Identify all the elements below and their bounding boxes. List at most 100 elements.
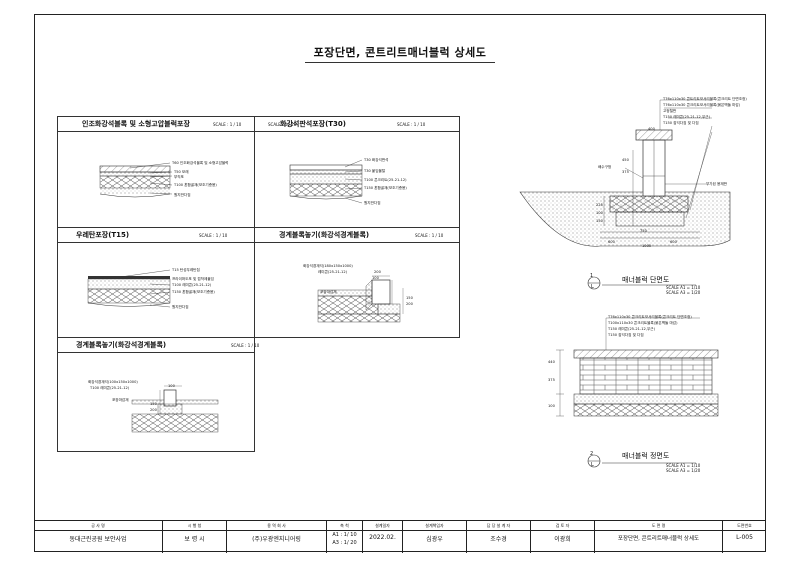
tb-drawing-number: 도면번호 L-005 — [722, 521, 766, 553]
manner-label: T150 레미콘(25-21-12,무근) — [663, 115, 710, 119]
panel-scale: SCALE : 1 / 10 — [199, 233, 228, 238]
elevation-sheet: L — [591, 462, 594, 468]
dim-label: 150 — [150, 402, 157, 406]
dim-label: 450 — [622, 158, 629, 162]
drawing-number: L-005 — [736, 534, 753, 541]
panel-scale: SCALE : 1 / 10 — [213, 122, 242, 127]
dim-label: 100 — [596, 211, 603, 215]
layer-label: T60 인조화강석블록 및 소형고압블럭 — [172, 161, 229, 165]
panel-title: 화강석판석포장(T30) — [280, 120, 346, 128]
tb-drawing-name: 도 면 명 포장단면, 콘트리트매너블럭 상세도 — [594, 521, 722, 553]
tb-reviewer: 검 토 자 이광희 — [530, 521, 594, 553]
tb-company: 용 역 회 사 (주)우광엔지니어링 — [226, 521, 326, 553]
block-paving-section — [99, 162, 173, 198]
curb-section-a — [317, 275, 404, 323]
dim-label: 100 — [168, 384, 175, 388]
dim-label: 100 — [372, 276, 379, 280]
panel-title: 경계블록놓기(화강석경계블록) — [76, 341, 167, 349]
dim-label: 600 — [670, 240, 677, 244]
drawing-name: 포장단면, 콘트리트매너블럭 상세도 — [617, 536, 700, 542]
layer-label: T15 탄성우레탄칩 — [172, 268, 200, 272]
curb-label: 화강석경계석(100x150x1000) — [88, 380, 138, 384]
manner-label: T76x110x30 콘크리트모서리블록(붉은벽돌 마감) — [663, 103, 741, 107]
manner-block-elevation — [556, 317, 719, 468]
manner-label: T76x110x30 콘크리트모서리블록(콘크리트 단면조정) — [608, 315, 692, 319]
panel-scale: SCALE : 1 / 10 — [397, 122, 426, 127]
elevation-scale-a3: SCALE A3 = 1/20 — [666, 468, 701, 473]
section-number: 1 — [590, 273, 594, 279]
granite-slab-section — [289, 159, 363, 204]
elevation-scale-a1: SCALE A1 = 1/10 — [666, 463, 701, 468]
dim-label: 200 — [150, 408, 157, 412]
manner-label: 고정철판 — [663, 109, 677, 113]
dim-label: 440 — [548, 360, 555, 364]
panel-curb-b: 경계블록놓기(화강석경계블록) SCALE : 1 / 10 — [57, 338, 259, 452]
reviewer-name: 이광희 — [554, 536, 571, 543]
section-scale-a3: SCALE A3 = 1/20 — [666, 290, 701, 295]
dim-label: 200 — [374, 270, 381, 274]
layer-label: T50 모래 — [174, 170, 189, 174]
elevation-number: 2 — [590, 451, 594, 457]
layer-label: T100 콘크리트(25-21-12) — [364, 178, 407, 182]
dim-label: 400 — [648, 127, 655, 131]
tb-owner: 시 행 청 보 령 시 — [162, 521, 226, 553]
section-sheet: L — [591, 284, 594, 290]
dim-label: 150 — [596, 219, 603, 223]
dim-label: 600 — [608, 240, 615, 244]
layer-label: 부직포 — [174, 175, 184, 179]
dim-label: 375 — [548, 378, 555, 382]
drawing-frame — [34, 14, 766, 552]
tb-designer: 설계책임자 심광우 — [402, 521, 466, 553]
layer-label: 원지반다짐 — [174, 193, 191, 197]
title-underline — [305, 62, 495, 63]
tb-scale: 축 척 A1 : 1/ 10 A3 : 1/ 20 — [326, 521, 362, 553]
layer-label: T100 혼합골재(보조기층용) — [174, 183, 217, 187]
dim-label: 375 — [622, 170, 629, 174]
dim-label: 750 — [640, 229, 647, 233]
manner-label: 배수구멍 — [598, 165, 612, 169]
panel-scale: SCALE : 1 / 10 — [268, 122, 297, 127]
manner-label: T76x110x30 콘트리트모서리블록(콘크리트 단면조정) — [663, 97, 747, 101]
tb-date: 설계일자 2022.02. — [362, 521, 402, 553]
dim-label: 100 — [548, 404, 555, 408]
panel-title: 우레탄포장(T15) — [76, 231, 130, 239]
manner-block-section — [519, 99, 731, 290]
section-scale-a1: SCALE A1 = 1/10 — [666, 285, 701, 290]
dim-label: 1000 — [642, 244, 652, 248]
layer-label: T30 화강석판석 — [364, 158, 389, 162]
panel-title: 인조화강석블록 및 소형고압블럭포장 — [82, 120, 190, 128]
tb-drafter: 담 당 설 계 자 조수경 — [466, 521, 530, 553]
project-name: 동대근린공원 보안사업 — [69, 536, 127, 543]
design-date: 2022.02. — [369, 534, 396, 541]
manner-label: T150 레미콘(25-21-12,무근) — [608, 327, 655, 331]
curb-label: 포장마감재 — [112, 398, 129, 402]
curb-label: T100 레미콘(25-21-12) — [90, 386, 130, 390]
urethane-section — [87, 269, 171, 308]
panel-curb-a: 경계블록놓기(화강석경계블록) SCALE : 1 / 10 — [255, 228, 460, 338]
curb-label: 화강석경계석(180x150x1000) — [303, 264, 353, 268]
scale-a1: A1 : 1/ 10 — [332, 532, 357, 538]
panel-scale: SCALE : 1 / 10 — [231, 343, 260, 348]
section-title: 매너블럭 단면도 — [622, 276, 670, 284]
layer-label: T30 붙임몰탈 — [364, 169, 386, 173]
panel-title: 경계블록놓기(화강석경계블록) — [279, 231, 370, 239]
panel-urethane: 우레탄포장(T15) SCALE : 1 / 10 — [57, 228, 255, 338]
designer-name: 심광우 — [426, 536, 443, 543]
layer-label: 프라이머도포 및 접착제붙임 — [172, 277, 214, 281]
curb-label: 레미콘(25-21-12) — [318, 270, 348, 274]
title-block: 공 사 명 동대근린공원 보안사업 시 행 청 보 령 시 용 역 회 사 (주… — [34, 520, 766, 553]
owner-name: 보 령 시 — [184, 536, 205, 543]
layer-label: T150 혼합골재(보조기층용) — [172, 290, 215, 294]
manner-label: T150 잡석다짐 및 다짐 — [608, 333, 644, 337]
tb-project: 공 사 명 동대근린공원 보안사업 — [34, 521, 162, 553]
layer-label: 원지반다짐 — [364, 201, 381, 205]
curb-label: 포장마감재 — [320, 290, 337, 294]
layer-label: T100 레미콘(25-21-12) — [172, 283, 212, 287]
drafter-name: 조수경 — [490, 536, 507, 543]
panel-scale: SCALE : 1 / 10 — [415, 233, 444, 238]
manner-label: T100x110x30 콘크리트블록(붉은벽돌 마감) — [608, 321, 678, 325]
manner-label: 부가된 용재판 — [706, 182, 727, 186]
dim-label: 200 — [406, 302, 413, 306]
